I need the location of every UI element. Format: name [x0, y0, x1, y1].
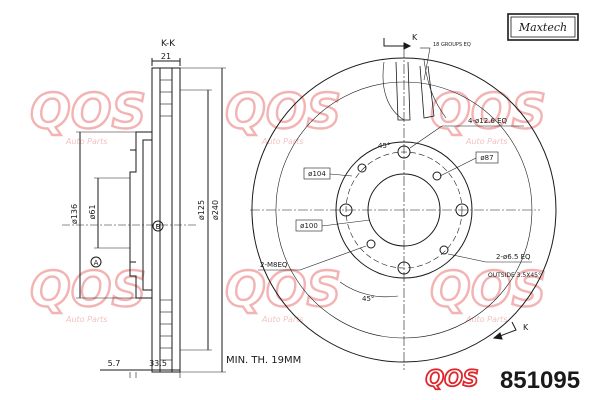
dim-bottom-b: 33.5: [149, 359, 167, 368]
footer-logo: QOS: [425, 367, 478, 392]
bolt-hole: [339, 203, 353, 217]
section-mark-line: [383, 38, 404, 47]
watermark-tagline: Auto Parts: [261, 137, 303, 146]
section-label: K-K: [161, 39, 176, 49]
maxtech-brand: Maxtech: [507, 13, 579, 41]
dim-box: [295, 219, 323, 232]
groove-curve: [423, 59, 447, 119]
marker-b-circle: [152, 220, 164, 232]
hat-bolt-circle: [345, 151, 463, 269]
footer: MIN. TH. 19MM QOS 851095: [226, 355, 580, 394]
dim-box: [303, 167, 331, 180]
leader-line: [299, 245, 367, 271]
watermark-brand: QOS: [30, 84, 146, 140]
center-bore: [367, 173, 441, 247]
face-view: K K 18 GROUPS EQ 4-ø12.6 EQ 45° ø87 ø104…: [250, 33, 557, 370]
label-angle-top: 45°: [378, 142, 390, 150]
dim-dia-136: ø136: [70, 204, 79, 224]
leader-line: [329, 173, 353, 177]
groove-slot: [395, 61, 411, 121]
dim-dia-240: ø240: [211, 200, 220, 220]
angle-arc: [339, 281, 399, 298]
watermark-tagline: Auto Parts: [465, 137, 507, 146]
watermark-brand: QOS: [430, 84, 546, 140]
hub-outline: [129, 131, 152, 299]
label-holes-4: 4-ø12.6 EQ: [468, 117, 507, 125]
section-mark-line: [499, 321, 517, 337]
watermark-tagline: Auto Parts: [465, 315, 507, 324]
m8-hole: [357, 163, 367, 173]
leader-line: [447, 253, 487, 263]
watermark-brand: QOS: [225, 84, 341, 140]
dim-top-width: 21: [161, 52, 171, 61]
leader-line: [321, 219, 371, 227]
dim-bottom-a: 5.7: [108, 359, 121, 368]
leader-line: [409, 125, 443, 149]
label-dia-104: ø104: [308, 170, 326, 178]
brand-name: Maxtech: [518, 21, 567, 34]
label-angle-bottom: 45°: [362, 295, 374, 303]
rotor-friction-ring: [151, 67, 181, 373]
section-mark-top: K: [412, 33, 418, 42]
label-dia-100: ø100: [300, 222, 318, 230]
hub-inner: [142, 139, 152, 291]
label-dia-87: ø87: [480, 154, 493, 162]
marker-a: A: [94, 259, 99, 267]
watermark-brand: QOS: [430, 262, 546, 318]
label-m8: 2-M8EQ: [260, 261, 288, 269]
small-hole: [366, 239, 376, 249]
marker-a-circle: [90, 256, 102, 268]
leader-line: [439, 157, 477, 177]
disc-outer: [251, 57, 557, 363]
watermark-brand: QOS: [30, 262, 146, 318]
small-hole: [432, 171, 442, 181]
disc-inner-ring: [275, 81, 533, 339]
watermark-tagline: Auto Parts: [65, 315, 107, 324]
dim-dia-61: ø61: [88, 204, 97, 219]
label-holes-2: 2-ø6.5 EQ: [496, 253, 531, 261]
section-view: K-K 21 ø136 ø61: [62, 39, 226, 378]
bolt-hole: [397, 145, 411, 159]
label-outside: OUTSIDE 3.5X45°: [488, 272, 541, 279]
bolt-hole: [455, 203, 469, 217]
bolt-hole: [397, 261, 411, 275]
watermark-tagline: Auto Parts: [261, 315, 303, 324]
hat-outer: [335, 141, 473, 279]
watermark-layer: QOS Auto Parts QOS Auto Parts QOS Auto P…: [29, 83, 548, 324]
watermark-brand: QOS: [225, 262, 341, 318]
arrow-icon: [492, 332, 503, 340]
vane-hatch: [160, 79, 172, 361]
part-number: 851095: [500, 367, 580, 394]
arrow-icon: [403, 42, 412, 50]
leader-line: [423, 47, 431, 81]
groove-curve: [382, 61, 405, 121]
min-thickness: MIN. TH. 19MM: [226, 355, 301, 366]
section-mark-bottom: K: [523, 323, 529, 332]
label-groups: 18 GROUPS EQ: [433, 42, 471, 48]
dim-dia-125: ø125: [197, 200, 206, 220]
m8-hole: [439, 245, 449, 255]
brand-inner-frame: [510, 16, 576, 38]
dim-box: [475, 151, 499, 164]
watermark-tagline: Auto Parts: [65, 137, 107, 146]
marker-b: B: [156, 223, 161, 231]
brand-frame: [507, 13, 579, 41]
